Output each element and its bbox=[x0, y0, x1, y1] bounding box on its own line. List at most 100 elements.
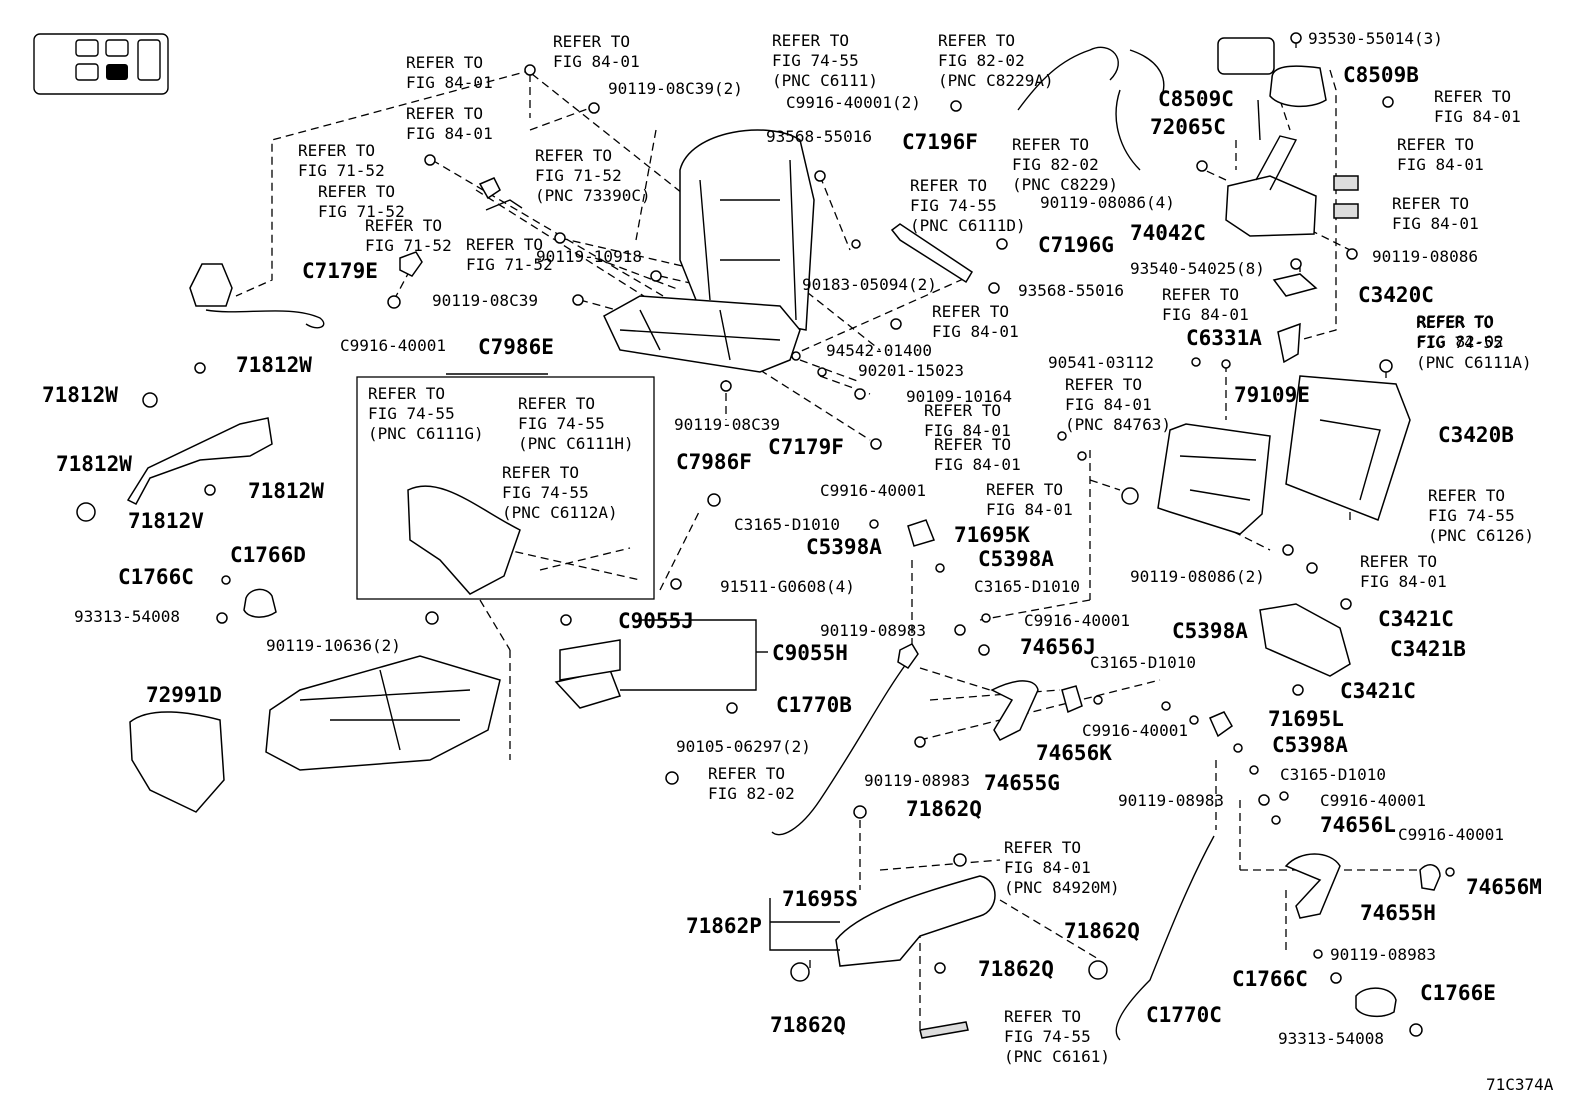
callout-l89: 71695L bbox=[1268, 707, 1344, 731]
headrest-C8509B bbox=[1269, 65, 1327, 108]
callout-l27: 90119-08086 bbox=[1372, 247, 1478, 266]
seatback-frame bbox=[679, 129, 815, 331]
seat-side-trim-71812V bbox=[126, 417, 273, 505]
pad-C6161 bbox=[919, 1021, 969, 1039]
callout-l54: C3420B bbox=[1438, 423, 1514, 447]
callout-l30: 90183-05094(2) bbox=[802, 275, 937, 294]
callout-l90: C9916-40001 bbox=[1082, 721, 1188, 740]
callout-l08: 93530-55014(3) bbox=[1308, 29, 1443, 48]
callout-l26: C7196G bbox=[1038, 233, 1114, 257]
callout-l28: C7179E bbox=[302, 259, 378, 283]
callout-l76: C3421C bbox=[1378, 607, 1454, 631]
callout-l99: C9916-40001 bbox=[1320, 791, 1426, 810]
callout-l97: 74655G bbox=[984, 771, 1060, 795]
callout-l31: 93540-54025(8) bbox=[1130, 259, 1265, 278]
callout-l88: C3421C bbox=[1340, 679, 1416, 703]
callout-l105: 71695S bbox=[782, 887, 858, 911]
callout-l25: 74042C bbox=[1130, 221, 1206, 245]
callout-l66: 71695K bbox=[954, 523, 1030, 547]
callout-l78: 90119-08983 bbox=[820, 621, 926, 640]
callout-l10: C8509C bbox=[1158, 87, 1234, 111]
cover-C3421B bbox=[1259, 603, 1351, 677]
callout-l96: 90119-08983 bbox=[864, 771, 970, 790]
cable-C1770C bbox=[1115, 835, 1215, 1041]
callout-l61: 71812W bbox=[248, 479, 324, 503]
callout-l41: 94542-01400 bbox=[826, 341, 932, 360]
callout-l23: 90119-08086(4) bbox=[1040, 193, 1175, 212]
callout-l42: 71812W bbox=[236, 353, 312, 377]
callout-l48: 79109E bbox=[1234, 383, 1310, 407]
callout-l75: 93313-54008 bbox=[74, 607, 180, 626]
callout-l84: C9055H bbox=[772, 641, 848, 665]
callout-l115: C1770C bbox=[1146, 1003, 1222, 1027]
callout-l113: 71862Q bbox=[770, 1013, 846, 1037]
callout-l101: 74656L bbox=[1320, 813, 1396, 837]
callout-l43: C7986E bbox=[478, 335, 554, 359]
callout-l39: C6331A bbox=[1186, 326, 1262, 350]
callout-l116: 93313-54008 bbox=[1278, 1029, 1384, 1048]
callout-l109: 90119-08983 bbox=[1330, 945, 1436, 964]
callout-l62: 71812V bbox=[128, 509, 204, 533]
callout-l37: C3420C bbox=[1358, 283, 1434, 307]
seat-cushion-frame bbox=[603, 295, 801, 373]
callout-l94: C3165-D1010 bbox=[1280, 765, 1386, 784]
callout-l91: 90105-06297(2) bbox=[676, 737, 811, 756]
bracket-71695K bbox=[907, 519, 936, 547]
callout-l73: C1766C bbox=[118, 565, 194, 589]
recliner-lever-C7179E bbox=[399, 251, 423, 277]
callout-l100: 71862Q bbox=[906, 797, 982, 821]
callout-l107: 71862P bbox=[686, 914, 762, 938]
c7986e-frame bbox=[356, 376, 655, 600]
callout-l09: C8509B bbox=[1343, 63, 1419, 87]
cover-C6331A bbox=[1277, 322, 1301, 364]
callout-l17: 93568-55016 bbox=[766, 127, 872, 146]
parts bbox=[76, 32, 1455, 1041]
seat-belt-buckle bbox=[478, 177, 501, 200]
callout-l06: 90119-08C39(2) bbox=[608, 79, 743, 98]
callout-l106: 74655H bbox=[1360, 901, 1436, 925]
callout-l68: C5398A bbox=[806, 535, 882, 559]
callout-l104: 74656M bbox=[1466, 875, 1542, 899]
cable-C1770B bbox=[771, 663, 907, 836]
callout-l34: 93568-55016 bbox=[1018, 281, 1124, 300]
seat-position-inset-icon bbox=[33, 33, 169, 95]
callout-l74: 91511-G0608(4) bbox=[720, 577, 855, 596]
seat-cushion-pad bbox=[265, 655, 501, 771]
callout-l102: C9916-40001 bbox=[1398, 825, 1504, 844]
callout-l38: C9916-40001 bbox=[340, 336, 446, 355]
callout-l93: 74656K bbox=[1036, 741, 1112, 765]
cover-74656K bbox=[1061, 685, 1083, 714]
callout-l92: C5398A bbox=[1272, 733, 1348, 757]
callout-l80: C9055J bbox=[618, 609, 694, 633]
callout-l83: C3421B bbox=[1390, 637, 1466, 661]
cover-74656M bbox=[1419, 864, 1441, 891]
headrest-C8509C bbox=[1217, 37, 1275, 75]
callout-l59: C7986F bbox=[676, 450, 752, 474]
switch-assy bbox=[189, 263, 233, 307]
callout-l69: C5398A bbox=[978, 547, 1054, 571]
bracket-C7196F bbox=[890, 223, 974, 284]
callout-l98: 90119-08983 bbox=[1118, 791, 1224, 810]
wire-harness-C8229A bbox=[1017, 46, 1119, 111]
callout-l82: C5398A bbox=[1172, 619, 1248, 643]
